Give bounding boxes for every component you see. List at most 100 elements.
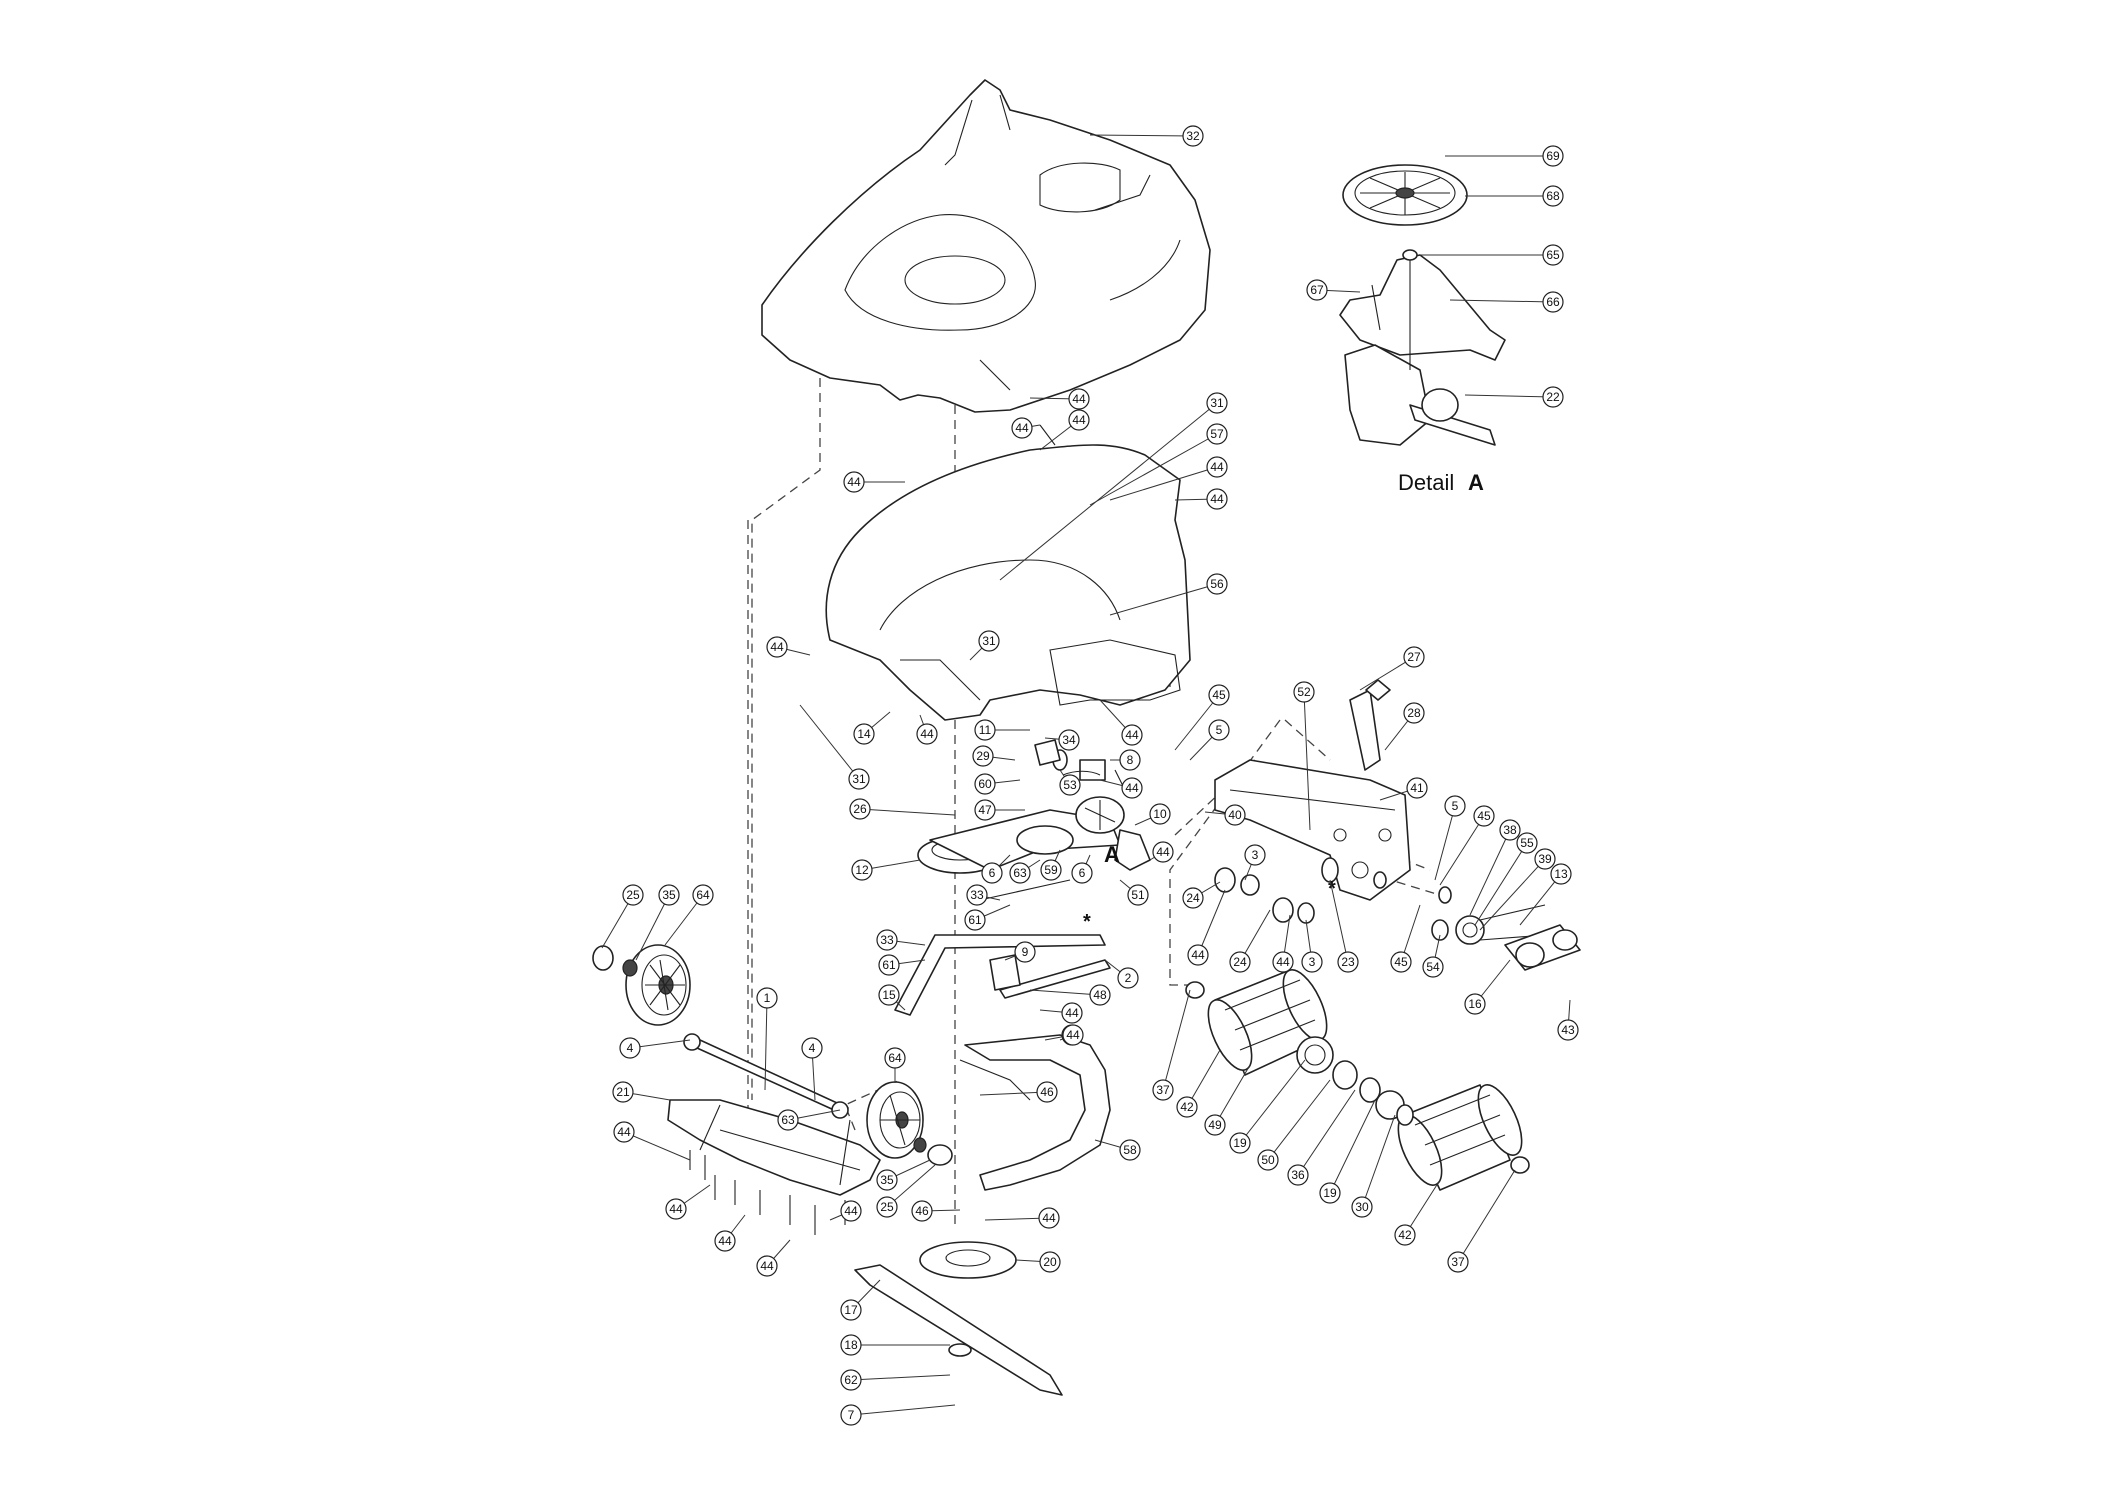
leader-line-42a: [1186, 1049, 1221, 1108]
callout-circle: [619, 1037, 641, 1059]
callout-number: 64: [696, 888, 710, 902]
callout-circle: [1293, 681, 1315, 703]
callout-circle: [756, 987, 778, 1009]
callout-number: 44: [1210, 460, 1224, 474]
callout-circle: [1014, 941, 1036, 963]
callout-31c: 31: [848, 768, 870, 790]
callout-number: 3: [1252, 848, 1259, 862]
leader-line-32: [1089, 134, 1194, 137]
callout-circle: [1557, 1019, 1579, 1041]
callout-circle: [1059, 774, 1081, 796]
callout-number: 18: [844, 1338, 858, 1352]
callout-number: 44: [1066, 1028, 1080, 1042]
callout-number: 42: [1398, 1228, 1412, 1242]
callout-number: 34: [1062, 733, 1076, 747]
callout-35a: 35: [658, 884, 680, 906]
callout-52: 52: [1293, 681, 1315, 703]
callout-circle: [1089, 984, 1111, 1006]
callout-19b: 19: [1319, 1182, 1341, 1204]
callout-number: 44: [1156, 845, 1170, 859]
callout-number: 35: [880, 1173, 894, 1187]
callout-number: 29: [976, 749, 990, 763]
leader-line-31c: [799, 704, 860, 780]
callout-circle: [1119, 1139, 1141, 1161]
callout-9: 9: [1014, 941, 1036, 963]
callout-number: 9: [1022, 945, 1029, 959]
callout-number: 45: [1394, 955, 1408, 969]
callout-27: 27: [1403, 646, 1425, 668]
leader-line-22: [1464, 394, 1554, 398]
callout-circle: [1244, 844, 1266, 866]
callout-number: 39: [1538, 852, 1552, 866]
leader-line-44o: [623, 1131, 691, 1161]
callout-circle: [1182, 125, 1204, 147]
deck-cover: [761, 79, 1211, 413]
callout-10: 10: [1149, 803, 1171, 825]
leader-line-62: [850, 1374, 951, 1381]
callout-number: 46: [1040, 1085, 1054, 1099]
callout-64b: 64: [884, 1047, 906, 1069]
callout-number: 35: [662, 888, 676, 902]
callout-number: 37: [1451, 1255, 1465, 1269]
callout-circle: [878, 984, 900, 1006]
leader-line-1: [764, 997, 768, 1091]
callout-circle: [692, 884, 714, 906]
callout-circle: [849, 798, 871, 820]
callout-number: 20: [1043, 1255, 1057, 1269]
callout-circle: [1257, 1149, 1279, 1171]
callout-13: 13: [1550, 863, 1572, 885]
callout-number: 44: [1210, 492, 1224, 506]
callout-number: 31: [982, 634, 996, 648]
callout-number: 37: [1156, 1083, 1170, 1097]
leader-line-19a: [1239, 1059, 1306, 1144]
callout-circle: [1542, 145, 1564, 167]
callout-circle: [884, 1047, 906, 1069]
callout-number: 58: [1123, 1143, 1137, 1157]
callout-number: 63: [781, 1113, 795, 1127]
callout-circle: [916, 723, 938, 745]
callout-44k: 44: [1152, 841, 1174, 863]
callout-circle: [1319, 1182, 1341, 1204]
callout-circle: [1403, 702, 1425, 724]
callout-circle: [978, 630, 1000, 652]
callout-11: 11: [974, 719, 996, 741]
leader-line-57: [1089, 433, 1218, 506]
callout-circle: [1499, 819, 1521, 841]
callout-number: 44: [617, 1125, 631, 1139]
callout-number: 55: [1520, 836, 1534, 850]
callout-1: 1: [756, 987, 778, 1009]
callout-20: 20: [1039, 1251, 1061, 1273]
callout-circle: [974, 773, 996, 795]
leader-line-55: [1474, 842, 1528, 926]
callout-circle: [1229, 951, 1251, 973]
callout-circle: [777, 1109, 799, 1131]
roller-gears: [1296, 1036, 1414, 1126]
callout-circle: [1036, 1081, 1058, 1103]
chain-drive: [1431, 886, 1581, 971]
callout-number: 65: [1546, 248, 1560, 262]
rear-roller-left: [1185, 969, 1328, 1076]
callout-number: 47: [978, 803, 992, 817]
callout-number: 7: [848, 1408, 855, 1422]
callout-number: 44: [1125, 781, 1139, 795]
callout-61a: 61: [964, 909, 986, 931]
callout-34: 34: [1058, 729, 1080, 751]
callout-33a: 33: [966, 884, 988, 906]
leader-line-19b: [1329, 1099, 1376, 1194]
callout-57: 57: [1206, 423, 1228, 445]
callout-6a: 6: [981, 862, 1003, 884]
callout-number: 56: [1210, 577, 1224, 591]
callout-number: 16: [1468, 997, 1482, 1011]
callout-8: 8: [1119, 749, 1141, 771]
callout-number: 44: [844, 1204, 858, 1218]
leader-line-7: [850, 1404, 956, 1416]
blade-assembly: [854, 1241, 1063, 1396]
callout-circle: [658, 884, 680, 906]
callout-number: 33: [880, 933, 894, 947]
callout-number: 19: [1233, 1136, 1247, 1150]
callout-circle: [1206, 392, 1228, 414]
leader-line-30: [1361, 1114, 1396, 1208]
callout-44f: 44: [843, 471, 865, 493]
callout-number: 44: [1276, 955, 1290, 969]
callout-circle: [1039, 1251, 1061, 1273]
